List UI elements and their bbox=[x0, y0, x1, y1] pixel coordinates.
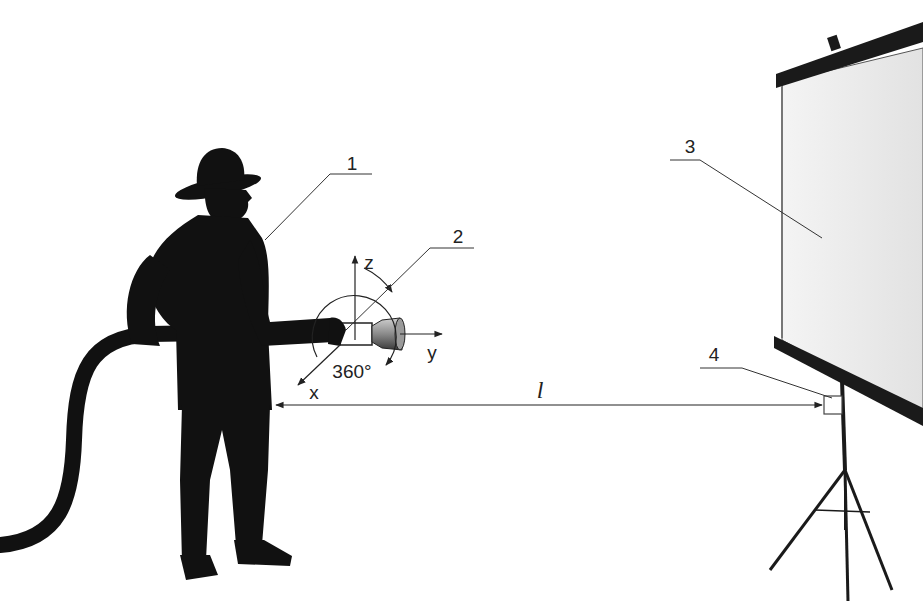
projection-screen bbox=[774, 22, 923, 426]
callout-number: 3 bbox=[683, 136, 698, 157]
sensor-box bbox=[824, 396, 842, 414]
axis-label: x bbox=[307, 382, 321, 403]
axis-label: z bbox=[362, 252, 376, 273]
firefighter-silhouette bbox=[127, 148, 334, 580]
tripod bbox=[770, 380, 892, 601]
rotation-label: 360° bbox=[330, 361, 373, 382]
coordinate-axes bbox=[298, 256, 442, 385]
dimension-line bbox=[276, 404, 822, 405]
callout-number: 1 bbox=[345, 153, 360, 174]
leader-lines bbox=[265, 160, 832, 398]
callout-number: 4 bbox=[707, 344, 722, 365]
distance-label: l bbox=[535, 377, 546, 403]
axis-label: y bbox=[425, 342, 439, 363]
callout-number: 2 bbox=[451, 226, 466, 247]
fire-hose bbox=[0, 331, 330, 545]
